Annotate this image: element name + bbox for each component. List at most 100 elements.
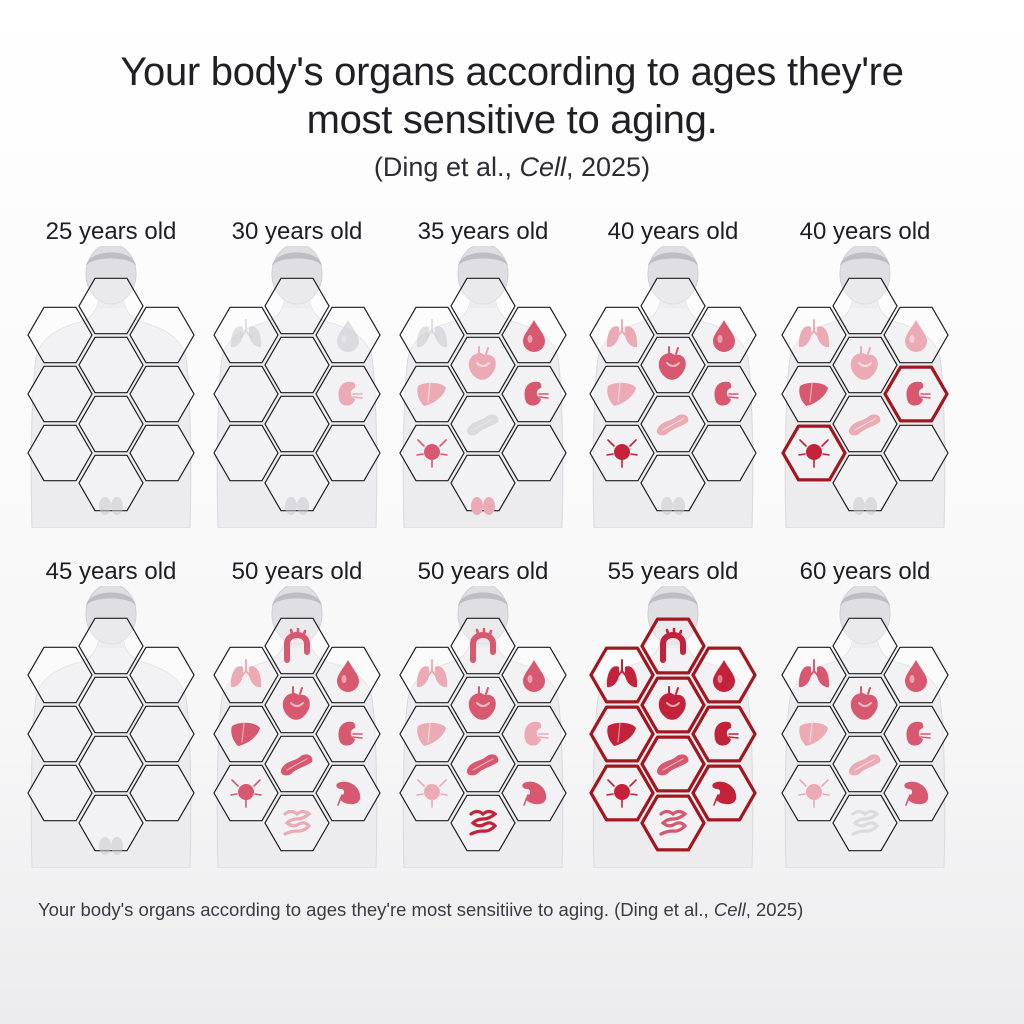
hex-cell-intestine <box>640 454 706 512</box>
kidney-icon <box>714 381 739 406</box>
title-line-2: most sensitive to aging. <box>306 98 718 142</box>
hex-cell-spleen <box>129 424 195 482</box>
kidney-icon <box>524 721 549 746</box>
body-silhouette <box>784 246 946 528</box>
blood-icon <box>337 320 359 352</box>
body-silhouette <box>592 246 754 528</box>
head-silhouette <box>457 246 509 305</box>
hex-cell-pancreas <box>78 735 144 793</box>
hex-cell-intestine <box>450 454 516 512</box>
head-silhouette <box>839 586 891 645</box>
pancreas-icon <box>466 414 499 436</box>
aorta-icon <box>660 627 686 663</box>
pancreas-icon <box>280 754 313 776</box>
age-panel: 25 years old <box>18 218 204 528</box>
pancreas-icon <box>656 414 689 436</box>
hex-cell-lungs <box>399 306 465 364</box>
spleen-icon <box>522 781 547 806</box>
kidney-icon <box>906 721 931 746</box>
blood-icon <box>713 660 735 692</box>
thyroid-icon <box>285 497 309 515</box>
liver-icon <box>799 722 828 746</box>
liver-icon <box>607 722 636 746</box>
hex-cell-lungs <box>589 306 655 364</box>
intestine-icon <box>851 809 880 836</box>
body-figure <box>399 246 567 528</box>
hex-cell-aorta <box>832 617 898 675</box>
blood-icon <box>713 320 735 352</box>
hex-cell-lungs <box>27 306 93 364</box>
hex-cell-lungs <box>781 306 847 364</box>
bladder-icon <box>606 779 638 808</box>
age-panel: 30 years old <box>204 218 390 528</box>
body-figure <box>27 246 195 528</box>
citation-suffix: , 2025) <box>566 152 651 182</box>
lungs-icon <box>606 319 638 348</box>
thyroid-icon <box>471 497 495 515</box>
thyroid-icon <box>661 497 685 515</box>
highlight-border-liver <box>589 705 655 763</box>
hex-cell-intestine <box>78 794 144 852</box>
head-silhouette <box>85 246 137 305</box>
spleen-icon <box>336 781 361 806</box>
thyroid-icon <box>99 837 123 855</box>
hex-cell-heart <box>78 336 144 394</box>
hex-cell-spleen <box>691 424 757 482</box>
highlight-border-lungs <box>589 646 655 704</box>
panel-age-label: 55 years old <box>607 558 739 585</box>
spleen-icon <box>904 781 929 806</box>
intestine-icon <box>469 809 498 836</box>
panel-age-label: 50 years old <box>231 558 363 585</box>
spleen-icon <box>712 781 737 806</box>
citation-journal: Cell <box>519 152 566 182</box>
kidney-icon <box>338 381 363 406</box>
footer-suffix: , 2025) <box>745 899 804 920</box>
hex-cell-blood <box>129 646 195 704</box>
hex-cell-intestine <box>832 454 898 512</box>
aorta-icon <box>470 627 496 663</box>
heart-icon <box>282 686 310 720</box>
hex-cell-intestine <box>264 454 330 512</box>
hex-cell-spleen <box>501 424 567 482</box>
head-silhouette <box>271 586 323 645</box>
highlight-border-aorta <box>640 617 706 675</box>
head-silhouette <box>647 586 699 645</box>
body-figure <box>213 246 381 528</box>
intestine-icon <box>659 809 688 836</box>
body-figure <box>781 246 949 528</box>
body-silhouette <box>402 246 564 528</box>
kidney-icon <box>338 721 363 746</box>
panel-age-label: 40 years old <box>799 218 931 245</box>
hex-cell-spleen <box>315 424 381 482</box>
thyroid-icon <box>99 497 123 515</box>
hex-cell-bladder <box>27 424 93 482</box>
hex-cell-lungs <box>27 646 93 704</box>
pancreas-icon <box>656 754 689 776</box>
age-panel: 60 years old <box>772 558 958 868</box>
footer-caption: Your body's organs according to ages the… <box>38 899 803 921</box>
body-figure <box>399 586 567 868</box>
footer-journal: Cell <box>713 899 746 920</box>
highlight-border-heart <box>640 676 706 734</box>
title-line-1: Your body's organs according to ages the… <box>120 50 904 94</box>
liver-icon <box>231 722 260 746</box>
lungs-icon <box>416 319 448 348</box>
age-panel: 55 years old <box>580 558 766 868</box>
body-figure <box>27 586 195 868</box>
highlight-border-pancreas <box>640 735 706 793</box>
heart-icon <box>658 346 686 380</box>
hex-cell-lungs <box>781 646 847 704</box>
blood-icon <box>523 320 545 352</box>
citation-prefix: (Ding et al., <box>373 152 520 182</box>
highlight-border-bladder <box>781 424 847 482</box>
body-figure <box>589 586 757 868</box>
head-silhouette <box>457 586 509 645</box>
hex-cell-aorta <box>264 277 330 335</box>
age-panel: 50 years old <box>204 558 390 868</box>
body-silhouette <box>30 586 192 868</box>
age-panel: 35 years old <box>390 218 576 528</box>
heart-icon <box>658 686 686 720</box>
head-silhouette <box>271 246 323 305</box>
lungs-icon <box>230 659 262 688</box>
bladder-icon <box>798 779 830 808</box>
